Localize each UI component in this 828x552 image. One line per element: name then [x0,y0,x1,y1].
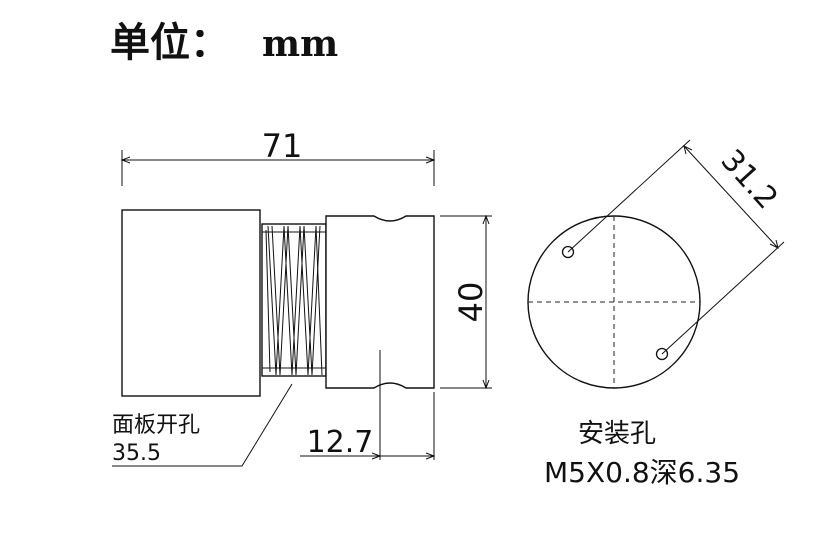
mounting-hole-label: 安装孔 [578,418,656,448]
unit-label: 单位： [110,19,230,66]
mounting-hole-top [561,245,575,259]
mounting-hole-bottom [655,347,669,361]
thread-section [261,223,327,377]
dim-diameter-text: 40 [452,282,490,323]
dim-thread-length: 12.7 [300,350,436,460]
dim-thread-length-text: 12.7 [307,425,374,460]
knob-front-body [121,209,261,397]
mounting-hole-spec: M5X0.8深6.35 [544,456,740,489]
dim-hole-spacing-text: 31.2 [714,143,785,216]
panel-hole-label: 面板开孔 [112,412,200,437]
panel-hole-value: 35.5 [112,441,161,466]
knob-rear-body [325,215,435,389]
dim-overall-length-text: 71 [262,127,303,165]
dim-diameter: 40 [440,214,492,390]
side-view: 71 40 12.7 面板开孔 35.5 [112,127,492,467]
unit-value: mm [262,23,338,65]
dim-overall-length: 71 [120,127,436,186]
rear-view: 31.2 安装孔 M5X0.8深6.35 [527,139,785,489]
panel-hole-callout: 面板开孔 35.5 [112,383,293,467]
